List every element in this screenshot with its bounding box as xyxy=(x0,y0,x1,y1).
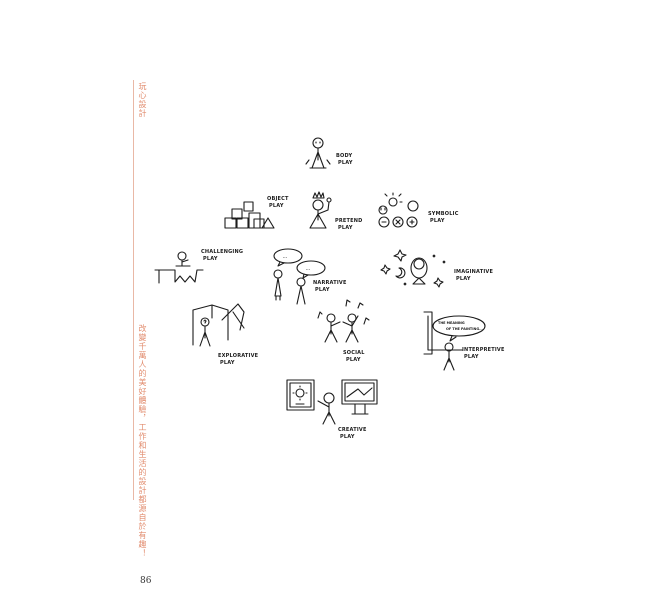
body-play-label: BODY PLAY xyxy=(336,153,354,166)
pretend-play-figure xyxy=(309,191,332,229)
narrative-bubble-right: ... xyxy=(306,267,310,271)
chapter-title: 玩心設計 xyxy=(138,82,147,118)
explorative-play-label: EXPLORATIVE PLAY xyxy=(218,353,260,366)
object-play-label: OBJECT PLAY xyxy=(267,196,291,209)
page-number: 86 xyxy=(140,576,152,586)
interpretive-bubble: THE MEANING OF THE PAINTING... xyxy=(438,321,483,331)
imaginative-play-label: IMAGINATIVE PLAY xyxy=(454,269,495,282)
interpretive-play-label: INTERPRETIVE PLAY xyxy=(462,347,507,360)
object-play-blocks xyxy=(224,201,275,229)
imaginative-play-figure xyxy=(380,249,446,288)
creative-play-figure xyxy=(286,379,378,425)
symbolic-play-figure xyxy=(378,192,419,228)
interpretive-play-figure: THE MEANING OF THE PAINTING... xyxy=(423,311,486,371)
creative-play-label: CREATIVE PLAY xyxy=(338,427,369,440)
pretend-play-label: PRETEND PLAY xyxy=(335,218,364,231)
margin-rule xyxy=(133,80,134,500)
symbolic-play-label: SYMBOLIC PLAY xyxy=(428,211,461,224)
explorative-play-figure xyxy=(192,303,245,347)
challenging-play-figure xyxy=(154,251,204,284)
body-play-figure xyxy=(305,137,331,169)
social-play-figures xyxy=(317,299,370,343)
narrative-play-label: NARRATIVE PLAY xyxy=(313,280,349,293)
chapter-quote: 改變千萬人的美好體驗，工作和生活的設計都源自於有趣！ xyxy=(138,324,147,558)
challenging-play-label: CHALLENGING PLAY xyxy=(201,249,245,262)
narrative-play-figures: ... ... xyxy=(273,248,326,305)
social-play-label: SOCIAL PLAY xyxy=(343,350,367,363)
narrative-bubble-left: ... xyxy=(283,255,287,259)
